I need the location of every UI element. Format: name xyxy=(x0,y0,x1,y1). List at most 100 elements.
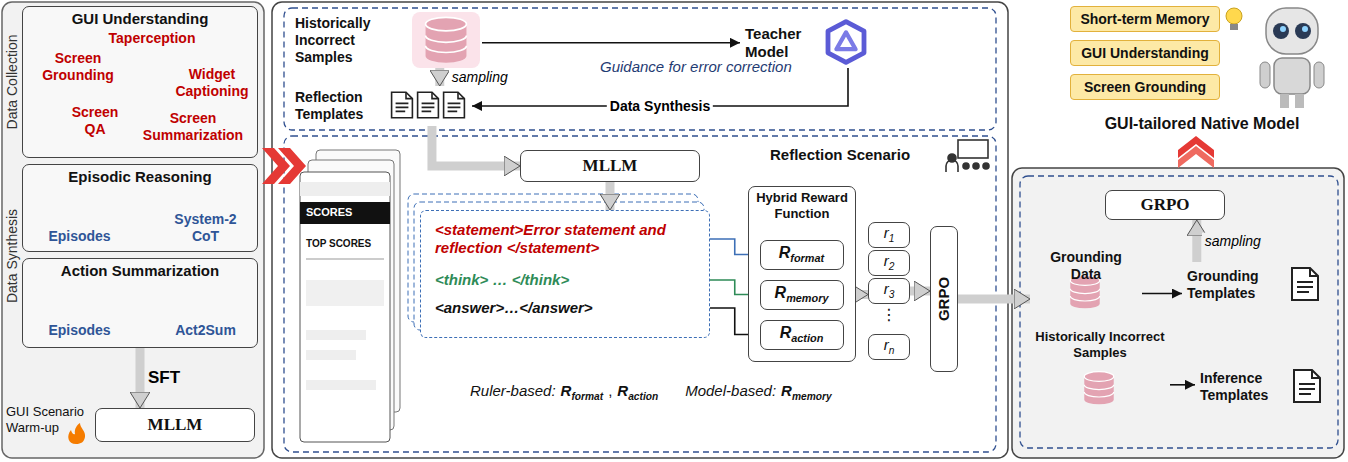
note-text: Raction xyxy=(617,382,658,403)
document-icon xyxy=(444,92,465,118)
section-box: Episodic ReasoningEpisodesSystem-2 CoT xyxy=(22,164,258,252)
flow-arrow xyxy=(432,126,520,166)
screenshot-stack xyxy=(300,202,390,224)
classroom-icon xyxy=(946,160,958,172)
dataset-icon: Historically Incorrect Samples xyxy=(290,12,482,68)
annotation: Guidance for error correction xyxy=(600,58,836,76)
node-text: r2 xyxy=(884,252,895,273)
robot xyxy=(1273,23,1289,39)
panel xyxy=(1012,168,1344,458)
classroom-icon xyxy=(963,163,969,169)
node-text: r3 xyxy=(884,280,895,301)
robot xyxy=(1274,58,1310,94)
node-text: Rformat xyxy=(779,243,824,265)
connector xyxy=(482,42,740,44)
robot xyxy=(1266,8,1318,54)
screenshot-stack xyxy=(300,150,400,442)
node-text: <statement>Error statement and reflectio… xyxy=(435,221,695,257)
capability-box: GUI Understanding xyxy=(1070,40,1220,66)
task-label: Screen Grounding xyxy=(36,50,120,84)
flame-icon xyxy=(68,423,85,444)
screenshot-stack xyxy=(306,330,366,340)
section-title: Reflection Scenario xyxy=(770,146,946,164)
dataset-icon: Grounding Data xyxy=(1030,246,1142,312)
side-label: Data Synthesis xyxy=(4,209,21,303)
template-icon: Reflection Templates xyxy=(290,86,472,126)
reward-value: r2 xyxy=(868,250,910,276)
screenshot-stack xyxy=(306,350,356,360)
connector xyxy=(1170,384,1195,386)
stage-label: GUI Scenario Warm-up xyxy=(6,404,92,435)
node-text: rn xyxy=(884,336,895,357)
node-text: MLLM xyxy=(583,156,638,176)
edge-label: sampling xyxy=(449,69,511,86)
capability-box: Screen Grounding xyxy=(1070,74,1220,100)
note-text: Model-based: xyxy=(685,382,776,400)
model-title: GUI-tailored Native Model xyxy=(1062,114,1342,133)
section-box: Action SummarizationEpisodesAct2Sum xyxy=(22,258,258,348)
reward-box: Rmemory xyxy=(760,280,844,310)
optimizer-box: GRPO xyxy=(1105,190,1225,220)
robot xyxy=(1295,23,1311,39)
node-text: Inference Templates xyxy=(1200,370,1286,404)
screenshot-stack xyxy=(306,280,384,306)
node-text: Episodic Reasoning xyxy=(68,168,211,186)
node-text: Episodes xyxy=(48,322,110,339)
note-text: Rmemory xyxy=(781,382,831,403)
screenshot-stack xyxy=(306,258,384,260)
reward-value: rn xyxy=(868,334,910,360)
flow-arrow xyxy=(606,182,615,210)
reward-note: Ruler-based:Rformat,RactionModel-based:R… xyxy=(470,382,832,403)
screen-text: SCORES xyxy=(306,206,386,219)
teacher-logo xyxy=(828,22,864,63)
edge-label: sampling xyxy=(1202,233,1264,250)
panel xyxy=(284,8,996,130)
document-icon xyxy=(418,92,439,118)
edge-label: SFT xyxy=(145,368,183,388)
reward-box: Raction xyxy=(760,320,844,350)
task-label: Widget Captioning xyxy=(168,66,256,100)
node-text: Hybrid Reward Function xyxy=(754,190,850,221)
screenshot-stack xyxy=(300,172,390,442)
node-text: MLLM xyxy=(148,415,203,435)
panel xyxy=(272,2,1008,458)
node-text: Grounding Data xyxy=(1035,249,1137,283)
robot xyxy=(1314,62,1324,88)
model-box: MLLM xyxy=(95,408,255,442)
robot xyxy=(1260,8,1324,108)
screen-text: TOP SCORES xyxy=(306,238,386,250)
database-icon xyxy=(1084,372,1113,405)
dataset-icon: Historically Incorrect Samples xyxy=(1030,326,1170,410)
reward-value: r1 xyxy=(868,222,910,248)
task-label: Taperception xyxy=(96,30,208,47)
robot xyxy=(1260,62,1270,88)
node-text: Raction xyxy=(780,323,824,345)
panel xyxy=(284,136,996,452)
node-text: GRPO xyxy=(935,277,953,321)
edge-label: Data Synthesis xyxy=(607,98,713,115)
flow-arrow xyxy=(136,348,145,408)
reward-box: Rformat xyxy=(760,240,844,270)
document-icon xyxy=(392,92,413,118)
robot xyxy=(1302,26,1308,32)
reward-group: Hybrid Reward FunctionRformatRmemoryRact… xyxy=(748,186,856,362)
flow-arrow xyxy=(1192,220,1201,262)
ellipsis: ⋮ xyxy=(879,305,899,324)
classroom-icon xyxy=(983,163,989,169)
chevron xyxy=(1178,146,1214,168)
screenshot-stack xyxy=(300,182,390,196)
teacher-logo xyxy=(828,22,864,63)
classroom-icon xyxy=(973,163,979,169)
capability-box: Short-term Memory xyxy=(1070,6,1220,32)
document-icon xyxy=(1294,370,1320,402)
node-text: GUI Understanding xyxy=(72,10,209,28)
flow-arrow xyxy=(435,68,444,86)
node-text: Teacher Model xyxy=(745,25,815,61)
node-text: GRPO xyxy=(1140,195,1189,215)
flow-arrow xyxy=(910,287,930,296)
screenshot-stack xyxy=(306,380,376,390)
robot xyxy=(1295,94,1304,108)
note-text: , xyxy=(608,382,612,400)
node-text: Screen Grounding xyxy=(1084,79,1206,96)
